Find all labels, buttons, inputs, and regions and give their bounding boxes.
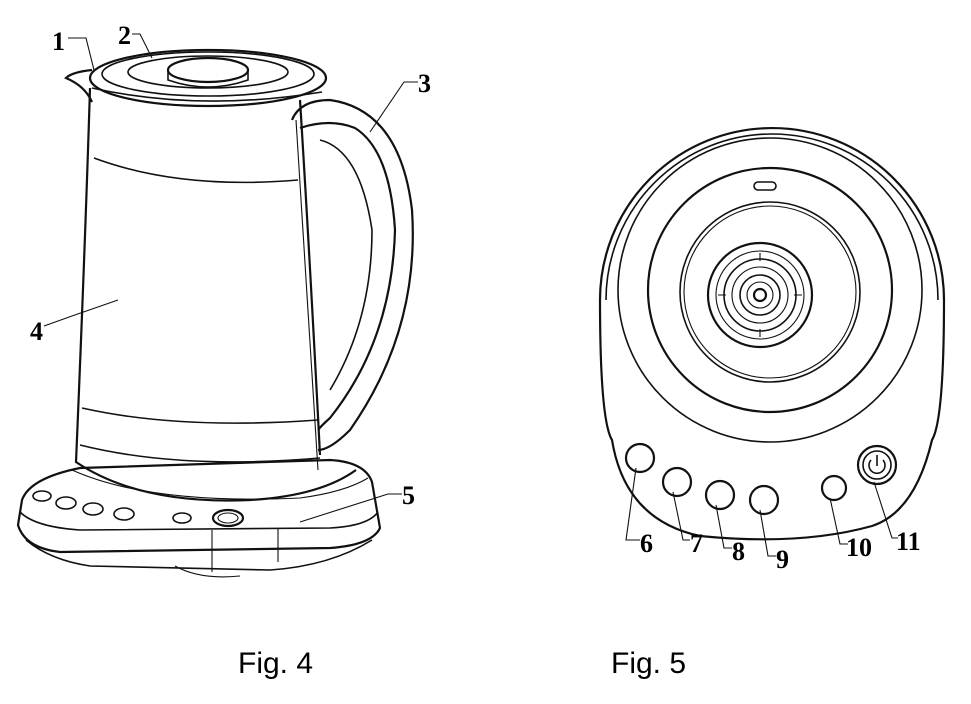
button-9 <box>748 484 780 516</box>
callout-6: 6 <box>640 529 653 558</box>
callout-7: 7 <box>690 529 703 558</box>
kettle-body <box>64 68 357 502</box>
button-6 <box>624 442 656 474</box>
callout-2: 2 <box>118 21 131 50</box>
kettle-handle <box>290 98 414 452</box>
callout-1: 1 <box>52 27 65 56</box>
figure-caption-fig4: Fig. 4 <box>238 647 314 680</box>
kettle-lid <box>88 48 328 108</box>
power-icon <box>856 444 898 486</box>
base-top-view <box>598 126 946 557</box>
button-8 <box>704 479 736 511</box>
callout-4: 4 <box>30 317 43 346</box>
kettle-base <box>16 458 382 578</box>
button-7 <box>661 466 693 498</box>
callout-8: 8 <box>732 537 745 566</box>
callout-9: 9 <box>776 545 789 574</box>
callout-10: 10 <box>846 533 872 562</box>
figure-caption-fig5: Fig. 5 <box>611 647 687 680</box>
callout-11: 11 <box>896 527 921 556</box>
kettle-drawing <box>16 33 418 578</box>
button-10 <box>820 474 848 502</box>
callout-3: 3 <box>418 69 431 98</box>
callout-5: 5 <box>402 481 415 510</box>
